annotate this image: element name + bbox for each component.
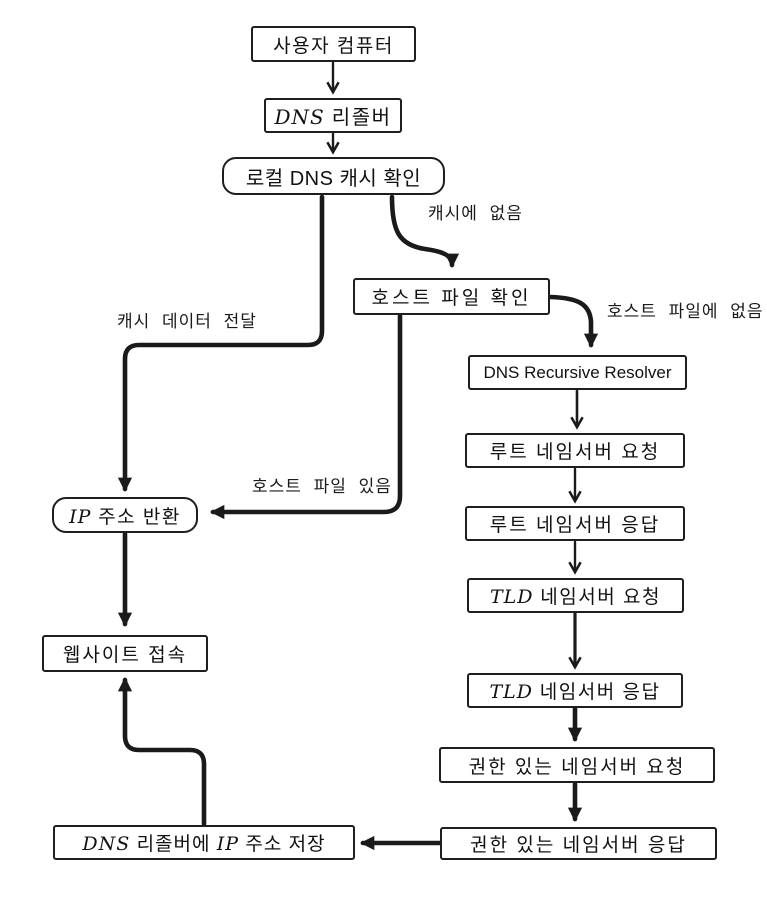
arrow-hosts-to-recursive: [548, 294, 599, 348]
node-auth-ns-request-label: 권한 있는 네임서버 요청: [468, 756, 686, 778]
node-local-cache-check: 로컬 DNS 캐시 확인: [222, 157, 445, 195]
node-hosts-file-check: 호스트 파일 확인: [353, 278, 550, 315]
node-root-ns-request: 루트 네임서버 요청: [465, 433, 685, 468]
node-tld-ns-request: TLD 네임서버 요청: [467, 578, 684, 613]
node-local-cache-check-label: 로컬 DNS 캐시 확인: [245, 167, 422, 190]
node-auth-ns-request: 권한 있는 네임서버 요청: [439, 747, 715, 783]
node-ip-return: IP 주소 반환: [52, 497, 198, 533]
node-website-access: 웹사이트 접속: [42, 635, 208, 672]
node-recursive-resolver-label: DNS Recursive Resolver: [483, 362, 672, 382]
node-ip-return-label: IP 주소 반환: [69, 505, 181, 528]
edge-label-hosts-miss: 호스트 파일에 없음: [607, 302, 764, 321]
node-tld-ns-response-label: TLD 네임서버 응답: [489, 681, 661, 703]
edge-label-hosts-exist: 호스트 파일 있음: [252, 477, 392, 496]
arrow-hosts-to-ipreturn: [210, 313, 403, 520]
node-website-access-label: 웹사이트 접속: [62, 645, 188, 666]
node-dns-resolver-label: DNS 리졸버: [274, 105, 392, 129]
node-dns-resolver: DNS 리졸버: [264, 98, 402, 133]
node-store-ip: DNS 리졸버에 IP 주소 저장: [53, 825, 355, 860]
node-auth-ns-response: 권한 있는 네임서버 응답: [440, 827, 717, 860]
node-root-ns-response-label: 루트 네임서버 응답: [489, 515, 661, 536]
node-root-ns-response: 루트 네임서버 응답: [465, 506, 685, 541]
node-user-computer: 사용자 컴퓨터: [251, 26, 416, 62]
arrow-cache-to-hosts: [389, 194, 460, 268]
arrow-store-to-website: [117, 677, 207, 827]
edge-label-cache-miss: 캐시에 없음: [428, 204, 523, 223]
node-auth-ns-response-label: 권한 있는 네임서버 응답: [470, 835, 687, 856]
edge-label-cache-data: 캐시 데이터 전달: [117, 312, 257, 331]
node-hosts-file-check-label: 호스트 파일 확인: [371, 288, 532, 309]
node-tld-ns-response: TLD 네임서버 응답: [467, 673, 683, 708]
node-user-computer-label: 사용자 컴퓨터: [273, 35, 394, 57]
node-root-ns-request-label: 루트 네임서버 요청: [489, 442, 661, 463]
node-recursive-resolver: DNS Recursive Resolver: [468, 355, 687, 390]
arrow-cache-to-ipreturn: [117, 194, 325, 492]
node-store-ip-label: DNS 리졸버에 IP 주소 저장: [82, 833, 326, 855]
node-tld-ns-request-label: TLD 네임서버 요청: [490, 586, 661, 608]
